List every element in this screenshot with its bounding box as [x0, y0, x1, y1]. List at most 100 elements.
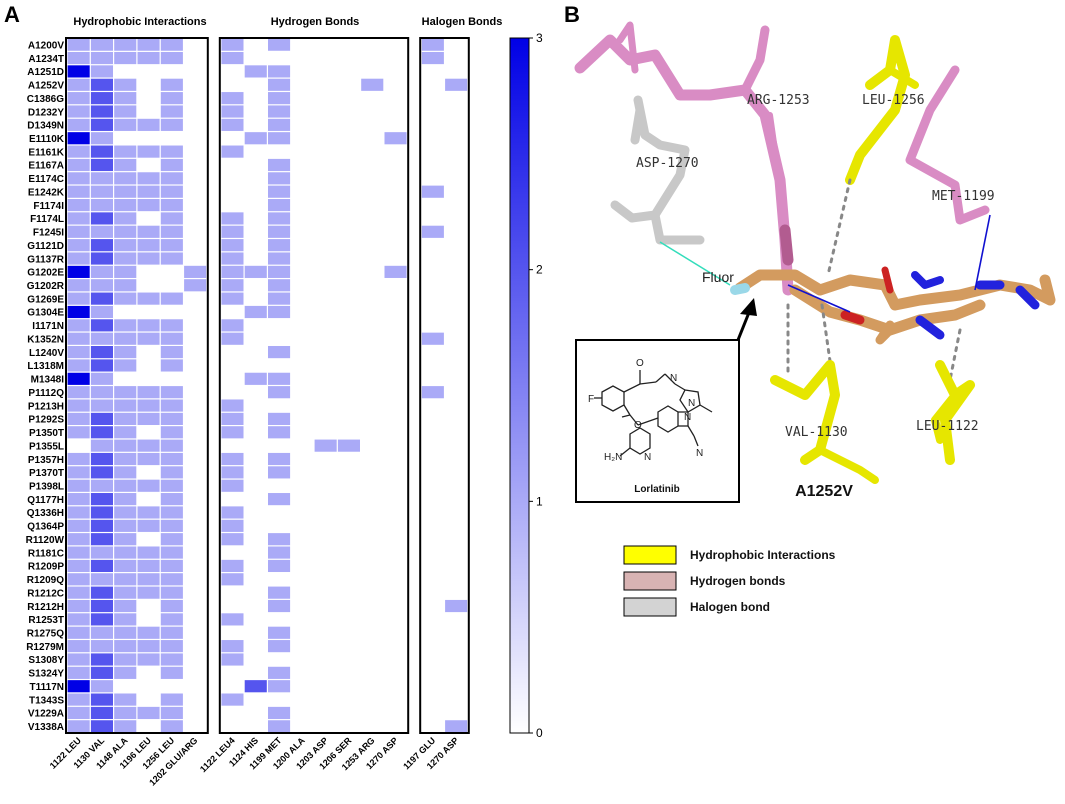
heatmap-cell: [160, 693, 183, 706]
heatmap-cell: [90, 533, 113, 546]
heatmap-cell: [160, 519, 183, 532]
heatmap-cell: [90, 680, 113, 693]
heatmap-cell: [137, 506, 160, 519]
heatmap-cell: [114, 706, 137, 720]
heatmap-cell: [160, 626, 183, 639]
heatmap-cell: [160, 92, 183, 105]
row-label: K1352N: [27, 334, 64, 345]
svg-text:O: O: [634, 420, 642, 431]
heatmap-cell: [114, 573, 137, 586]
heatmap-cell: [160, 172, 183, 185]
heatmap-cell: [268, 198, 291, 212]
heatmap-cell: [90, 586, 113, 599]
heatmap-cell: [160, 185, 183, 198]
lorlatinib-2d-atoms: F O N N N O N N H₂N: [588, 358, 703, 463]
heatmap-cell: [268, 666, 291, 679]
heatmap-cell: [221, 412, 244, 425]
heatmap-cell: [268, 38, 291, 51]
heatmap-cell: [221, 452, 244, 466]
heatmap-cell: [221, 38, 244, 51]
row-label: R1253T: [28, 615, 64, 626]
heatmap-cell: [160, 118, 183, 131]
heatmap-cell: [221, 145, 244, 158]
heatmap-cell: [221, 653, 244, 666]
row-label: E1167A: [28, 161, 64, 172]
heatmap-cell: [67, 225, 90, 238]
legend-swatch-halogen: [623, 597, 677, 617]
heatmap-cell: [314, 439, 337, 452]
heatmap-cell: [114, 145, 137, 158]
panel-a-letter: A: [4, 2, 20, 27]
heatmap-cell: [268, 118, 291, 131]
hbond-line-met: [974, 214, 991, 291]
heatmap-cell: [421, 386, 444, 399]
heatmap-cell: [268, 65, 291, 78]
heatmap-cell: [67, 92, 90, 105]
mutation-label: A1252V: [795, 483, 853, 500]
heatmap-cell: [90, 706, 113, 720]
heatmap-cell: [90, 399, 113, 412]
heatmap-cell: [67, 158, 90, 172]
heatmap-cell: [67, 359, 90, 372]
heatmap-cell: [160, 346, 183, 359]
heatmap-cell: [90, 65, 113, 78]
heatmap-cell: [114, 720, 137, 733]
row-label: P1350T: [29, 428, 64, 439]
row-label: F1174L: [30, 214, 64, 225]
heatmap-cell: [90, 653, 113, 666]
heatmap-cell: [90, 38, 113, 51]
heatmap-cell: [90, 626, 113, 639]
heatmap-cell: [137, 573, 160, 586]
heatmap-cell: [184, 279, 207, 292]
heatmap-cell: [67, 613, 90, 626]
heatmap-cell: [67, 479, 90, 492]
heatmap-cell: [268, 239, 291, 252]
row-label: G1269E: [27, 294, 64, 305]
heatmap-cell: [67, 626, 90, 639]
row-label: R1209P: [28, 562, 64, 573]
heatmap-cell: [67, 332, 90, 345]
heatmap-cell: [268, 533, 291, 546]
heatmap-cell: [137, 626, 160, 639]
heatmap-cell: [268, 546, 291, 559]
row-label: T1117N: [30, 682, 64, 693]
heatmap-cell: [114, 386, 137, 399]
heatmap-cell: [160, 466, 183, 479]
molecular-view-panel: B: [560, 0, 1065, 804]
heatmap-cell: [67, 346, 90, 359]
heatmap-cell: [160, 78, 183, 91]
heatmap-cell: [160, 239, 183, 252]
heatmap-cell: [90, 479, 113, 492]
row-label: A1252V: [28, 81, 64, 92]
svg-text:O: O: [636, 358, 644, 369]
heatmap-cell: [114, 613, 137, 626]
heatmap-cell: [268, 132, 291, 145]
heatmap-cell: [221, 279, 244, 292]
heatmap-cell: [221, 92, 244, 105]
heatmap-cell: [67, 198, 90, 212]
row-label: P1112Q: [28, 388, 64, 399]
heatmap-cell: [114, 599, 137, 613]
heatmap-cell: [244, 305, 267, 319]
heatmap-cell: [114, 265, 137, 278]
heatmap-cell: [268, 559, 291, 573]
heatmap-cell: [137, 225, 160, 238]
heatmap-cell: [268, 305, 291, 319]
heatmap-cell: [90, 185, 113, 198]
label-leu-1122: LEU-1122: [916, 419, 979, 434]
row-label: S1308Y: [28, 655, 64, 666]
heatmap-cell: [114, 172, 137, 185]
heatmap-cell: [160, 439, 183, 452]
heatmap-cell: [160, 252, 183, 265]
heatmap-cell: [90, 693, 113, 706]
pointer-arrow: [736, 309, 752, 341]
heatmap-cell: [114, 118, 137, 131]
heatmap-cell: [268, 252, 291, 265]
ligand-lorlatinib-3d: [730, 266, 1056, 345]
heatmap-cell: [244, 265, 267, 278]
heatmap-cell: [114, 399, 137, 412]
heatmap-cell: [268, 626, 291, 639]
heatmap-cell: [160, 332, 183, 345]
heatmap-cell: [384, 265, 407, 278]
